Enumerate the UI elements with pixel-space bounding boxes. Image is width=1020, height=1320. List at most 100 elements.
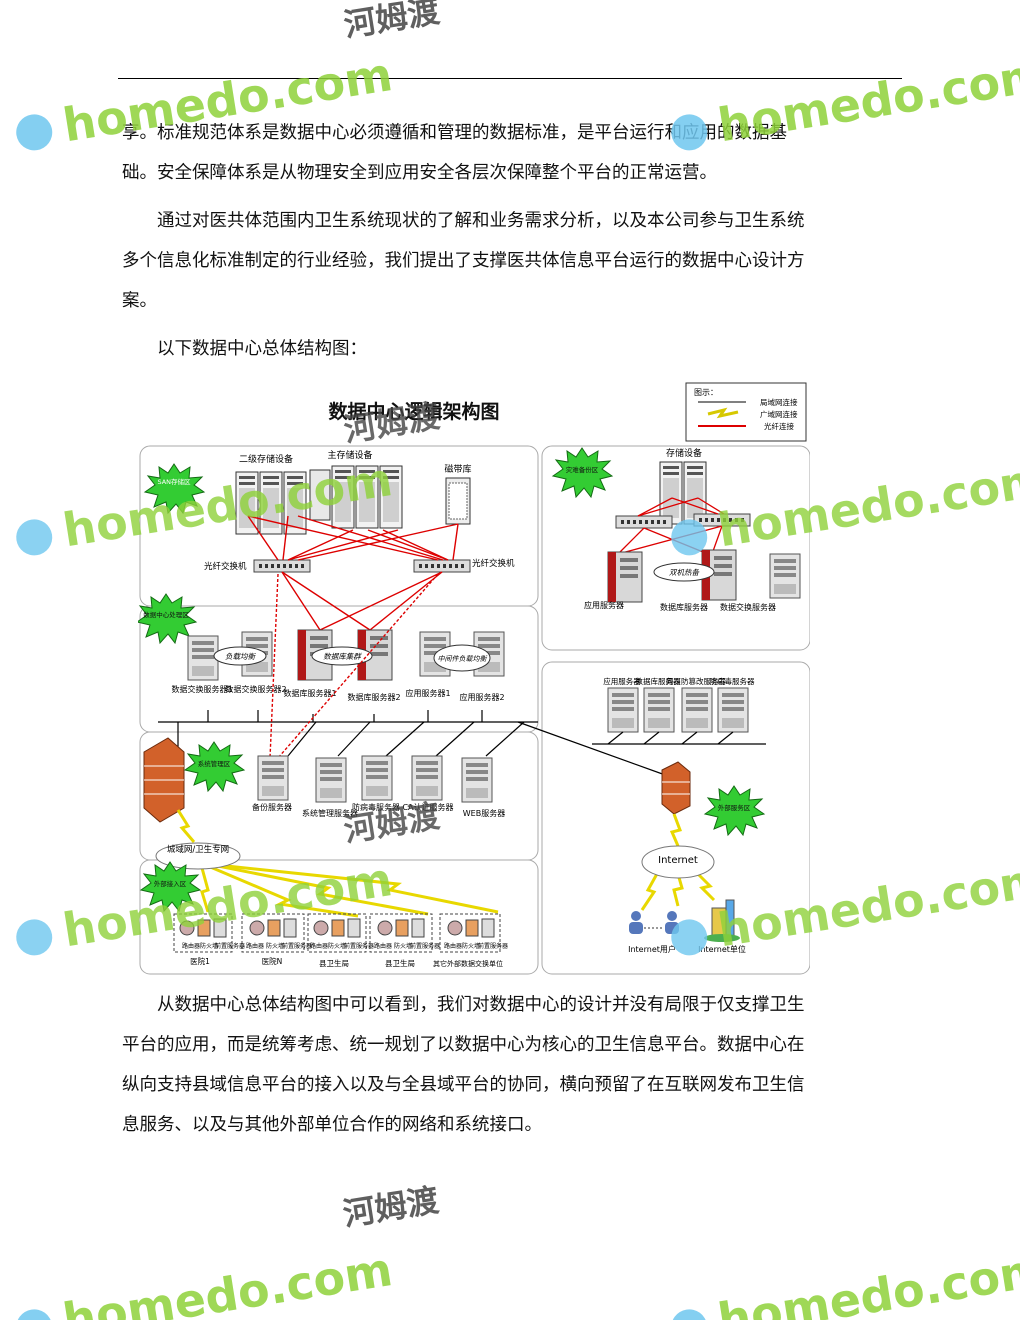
server-label: CA认证服务器: [402, 802, 453, 812]
paragraph-3: 以下数据中心总体结构图：: [122, 329, 902, 369]
server-label: 网页防篡改服务器: [666, 676, 726, 686]
device-label: 前置服务器: [215, 942, 245, 950]
primary-storage-label: 主存储设备: [327, 449, 372, 461]
architecture-diagram: 数据中心逻辑架构图 图示： 局域网连接 广域网连接 光纤连接 二级存储设备 主存…: [138, 382, 810, 975]
server-label: 数据交换服务器2: [225, 684, 286, 694]
backup-server-labels: 应用服务器 数据库服务器 数据交换服务器: [584, 600, 776, 612]
legend-lan: 局域网连接: [760, 397, 798, 407]
group-middleware-label: 中间件负载均衡: [438, 655, 488, 663]
internet-wan-links: [640, 813, 716, 911]
server-label: 应用服务器1: [405, 688, 450, 698]
site-label: 县卫生局: [385, 958, 415, 968]
san-zone-badge: SAN存储区: [144, 463, 205, 514]
internet-users: Internet用户 Internet单位: [628, 899, 746, 954]
group-load-balance-label: 负载均衡: [225, 652, 256, 661]
management-server-labels: 备份服务器 系统管理服务器 防病毒服务器 CA认证服务器 WEB服务器: [252, 802, 505, 818]
device-label: 前置服务器: [478, 942, 508, 950]
site-label: 县卫生局: [319, 958, 349, 968]
wan-cloud: 城域网/卫生专网: [155, 842, 241, 870]
watermark-latin: homedo.com: [59, 1242, 396, 1320]
firewall: [143, 737, 185, 823]
paragraph-4: 从数据中心总体结构图中可以看到，我们对数据中心的设计并没有局限于仅支撑卫生 平台…: [122, 985, 902, 1145]
server-label: 应用服务器: [603, 676, 641, 686]
server-label: 数据库服务器2: [347, 692, 400, 702]
primary-storage: 主存储设备: [309, 449, 403, 529]
fiber-switch-right-label: 光纤交换机: [472, 558, 515, 569]
text-line: 多个信息化标准制定的行业经验，我们提出了支撑医共体信息平台运行的数据中心设计方: [122, 251, 805, 271]
group-load-balance: 负载均衡: [213, 646, 267, 666]
watermark-8: homedo.com: [671, 1242, 1020, 1320]
fiber-links: [247, 515, 459, 631]
device-label: 前置服务器: [410, 942, 440, 950]
group-middleware: 中间件负载均衡: [433, 644, 491, 672]
text-line: 础。安全保障体系是从物理安全到应用安全各层次保障整个平台的正常运营。: [122, 163, 717, 183]
group-db-cluster: 数据库集群: [311, 646, 373, 666]
legend-fiber: 光纤连接: [764, 421, 794, 431]
server-label: WEB服务器: [463, 808, 505, 818]
internet-cloud-label: Internet: [658, 855, 698, 866]
text-line: 以下数据中心总体结构图：: [157, 339, 367, 359]
watermark-cjk: 河姆渡: [341, 0, 443, 44]
device-label: 防火墙: [266, 942, 284, 950]
header-rule: [118, 78, 902, 79]
watermark-cjk: 河姆渡: [340, 1181, 442, 1234]
device-label: 路由器: [444, 942, 462, 950]
text-line: 通过对医共体范围内卫生系统现状的了解和业务需求分析，以及本公司参与卫生系统: [157, 211, 805, 231]
processing-zone-label: 数据中心处理区: [143, 610, 189, 619]
device-label: 防火墙: [328, 942, 346, 950]
zone-access: [139, 859, 539, 975]
external-server-labels: 应用服务器 数据库服务器 网页防篡改服务器 防病毒服务器: [603, 676, 755, 686]
tape-library: 磁带库: [444, 463, 472, 525]
secondary-storage-label: 二级存储设备: [239, 453, 293, 465]
paragraph-2: 通过对医共体范围内卫生系统现状的了解和业务需求分析，以及本公司参与卫生系统 多个…: [122, 201, 902, 321]
server-label: 防病毒服务器: [352, 802, 400, 812]
text-line: 案。: [122, 291, 157, 311]
device-label: 路由器: [374, 942, 392, 950]
server-label: 防病毒服务器: [710, 676, 755, 686]
group-db-cluster-label: 数据库集群: [323, 652, 362, 661]
fiber-switch-right: 光纤交换机: [413, 558, 515, 573]
device-label: 前置服务器: [282, 942, 312, 950]
paragraph-1: 享。标准规范体系是数据中心必须遵循和管理的数据标准，是平台运行和应用的数据基 础…: [122, 113, 902, 193]
fiber-switch-left-label: 光纤交换机: [204, 561, 247, 572]
external-firewall: [661, 761, 691, 815]
external-lan: [592, 731, 766, 745]
secondary-storage: 二级存储设备: [235, 453, 307, 535]
server-label: 应用服务器2: [459, 692, 504, 702]
backup-storage: 存储设备: [659, 447, 707, 525]
external-zone-label: 外部服务区: [718, 803, 751, 812]
text-line: 息服务、以及与其他外部单位合作的网络和系统接口。: [122, 1115, 542, 1135]
server-label: 应用服务器: [584, 600, 624, 610]
access-sites: 路由器 防火墙 前置服务器 路由器 防火墙 前置服务器 路由器 防火墙 前置服务…: [173, 913, 508, 968]
text-line: 纵向支持县域信息平台的接入以及与全县域平台的协同，横向预留了在互联网发布卫生信: [122, 1075, 805, 1095]
san-zone-label: SAN存储区: [157, 477, 191, 486]
server-label: 系统管理服务器: [302, 808, 358, 818]
internet-user-label: Internet用户: [628, 944, 676, 954]
text-line: 平台的应用，而是统筹考虑、统一规划了以数据中心为核心的卫生信息平台。数据中心在: [122, 1035, 805, 1055]
watermark-7: homedo.com 河姆渡: [16, 1181, 442, 1320]
management-zone-badge: 系统管理区: [184, 741, 245, 792]
lan-backbone: [158, 710, 669, 777]
server-label: 数据交换服务器: [720, 602, 776, 612]
device-label: 防火墙: [394, 942, 412, 950]
site-label: 其它外部数据交换单位: [433, 959, 503, 968]
hot-standby-label: 双机热备: [669, 568, 700, 577]
access-zone-label: 外部接入区: [154, 879, 187, 888]
external-zone-badge: 外部服务区: [704, 785, 765, 836]
site-label: 医院1: [190, 956, 210, 966]
site-label: 医院N: [262, 956, 283, 966]
internet-unit-label: Internet单位: [698, 944, 746, 954]
device-label: 防火墙: [200, 942, 218, 950]
diagram-legend: 图示： 局域网连接 广域网连接 光纤连接: [685, 382, 807, 442]
device-label: 防火墙: [462, 942, 480, 950]
management-zone-label: 系统管理区: [198, 759, 231, 768]
device-label: 路由器: [182, 942, 200, 950]
dashed-fiber-links: [269, 573, 439, 759]
device-label: 路由器: [246, 942, 264, 950]
processing-server-labels: 数据交换服务器1 数据交换服务器2 数据库服务器1 数据库服务器2 应用服务器1…: [171, 684, 504, 702]
access-zone-badge: 外部接入区: [140, 861, 201, 912]
backup-zone-badge: 灾难备份区: [552, 447, 613, 498]
legend-wan: 广域网连接: [760, 409, 798, 419]
fiber-switch-left: 光纤交换机: [204, 559, 311, 573]
hot-standby: 双机热备: [653, 562, 715, 582]
